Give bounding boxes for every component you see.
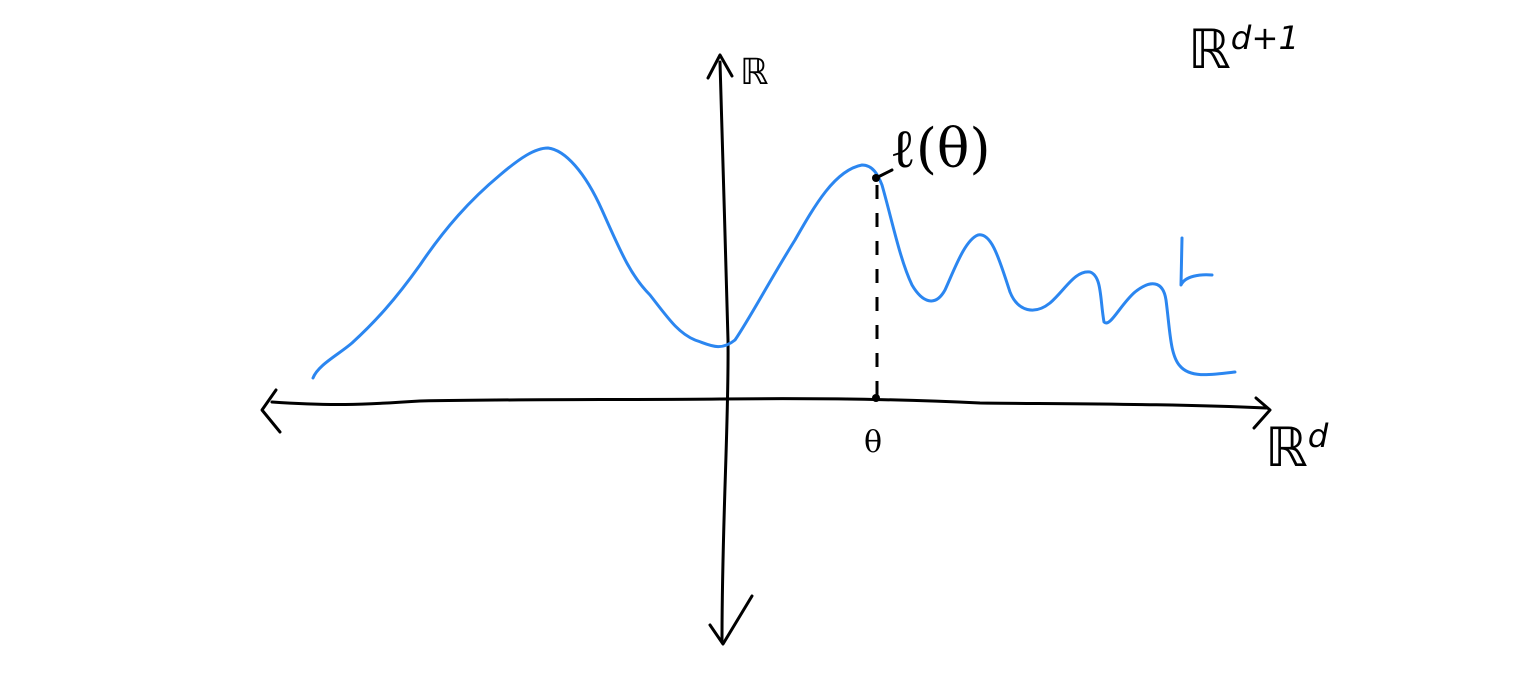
y-axis	[718, 60, 730, 642]
space-label: ℝd+1	[1188, 18, 1300, 81]
x-axis-right-arrowhead	[1252, 396, 1272, 430]
label-pointer	[878, 168, 894, 178]
x-axis	[270, 397, 1268, 410]
loss-value-label: ℓ(θ)	[890, 117, 991, 180]
theta-point-on-axis	[872, 394, 880, 402]
loss-curve-tail	[1179, 236, 1214, 287]
loss-curve	[311, 146, 1237, 380]
loss-point-on-curve	[872, 174, 880, 182]
y-axis-label: ℝ	[740, 52, 769, 93]
y-axis-up-arrowhead	[706, 53, 734, 80]
theta-label: θ	[864, 425, 883, 460]
x-axis-label: ℝd	[1265, 416, 1329, 479]
y-axis-down-arrowhead	[708, 594, 754, 646]
x-axis-left-arrowhead	[260, 388, 282, 434]
